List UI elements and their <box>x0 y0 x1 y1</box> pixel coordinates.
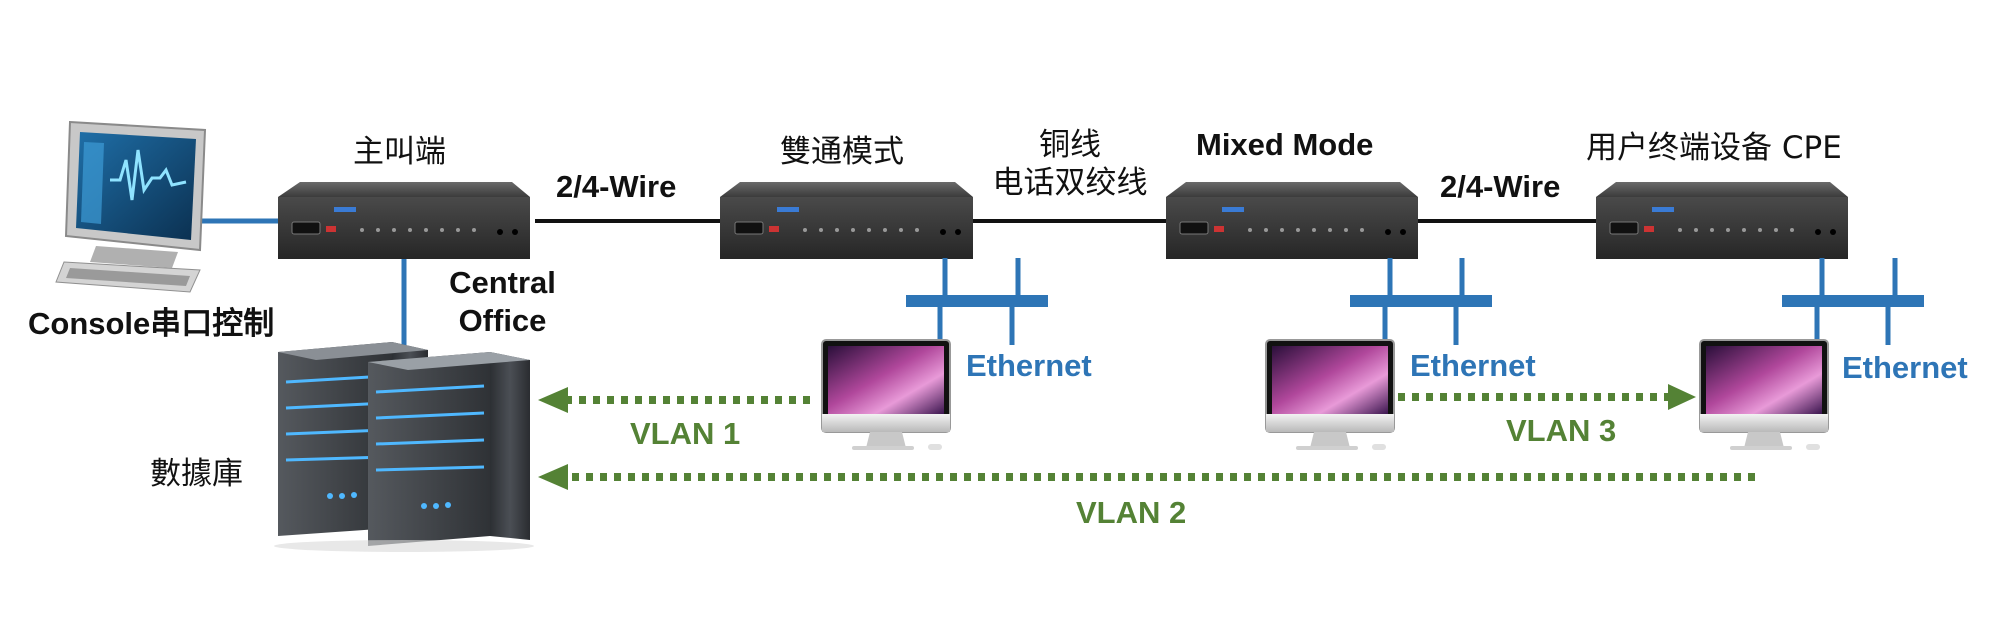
duplex-mode-label: 雙通模式 <box>780 134 904 170</box>
ethernet-label-3: Ethernet <box>1842 350 1968 385</box>
cpe-label: 用户终端设备 CPE <box>1586 130 1842 166</box>
mixed-mode-label: Mixed Mode <box>1196 127 1374 162</box>
imac-computer-icon <box>821 339 951 450</box>
ethernet-label-1: Ethernet <box>966 348 1092 383</box>
ethernet-label-2: Ethernet <box>1410 348 1536 383</box>
imac-computer-icon <box>1265 339 1395 450</box>
central-office-label-line1: Central <box>449 265 556 300</box>
vlan3-arrow <box>1398 384 1696 410</box>
wire-label-right: 2/4-Wire <box>1440 169 1561 204</box>
server-icon <box>274 342 534 552</box>
vlan1-label: VLAN 1 <box>630 416 741 451</box>
desktop-monitor-icon <box>55 120 207 293</box>
central-office-label-line2: Office <box>458 303 547 338</box>
copper-line-label-line1: 铜线 <box>1039 127 1101 163</box>
vlan3-label: VLAN 3 <box>1506 413 1617 448</box>
console-label: Console串口控制 <box>28 306 275 341</box>
wire-label-left: 2/4-Wire <box>556 169 677 204</box>
ethernet-bus <box>1350 258 1492 345</box>
master-end-label: 主叫端 <box>353 134 446 170</box>
vlan2-arrow <box>538 464 1755 490</box>
network-device-icon <box>720 182 973 259</box>
network-device-icon <box>1166 182 1418 259</box>
copper-line-label-line2: 电话双绞线 <box>992 165 1148 201</box>
ethernet-bus <box>1782 258 1924 345</box>
vlan1-arrow <box>538 387 810 413</box>
copper-line-label: 铜线 电话双绞线 <box>985 126 1155 202</box>
central-office-label: Central Office <box>440 264 565 340</box>
database-label: 數據庫 <box>150 456 243 492</box>
imac-computer-icon <box>1699 339 1829 450</box>
ethernet-bus <box>906 258 1048 345</box>
vlan2-label: VLAN 2 <box>1076 495 1187 530</box>
network-device-icon <box>278 182 530 259</box>
network-device-icon <box>1596 182 1848 259</box>
